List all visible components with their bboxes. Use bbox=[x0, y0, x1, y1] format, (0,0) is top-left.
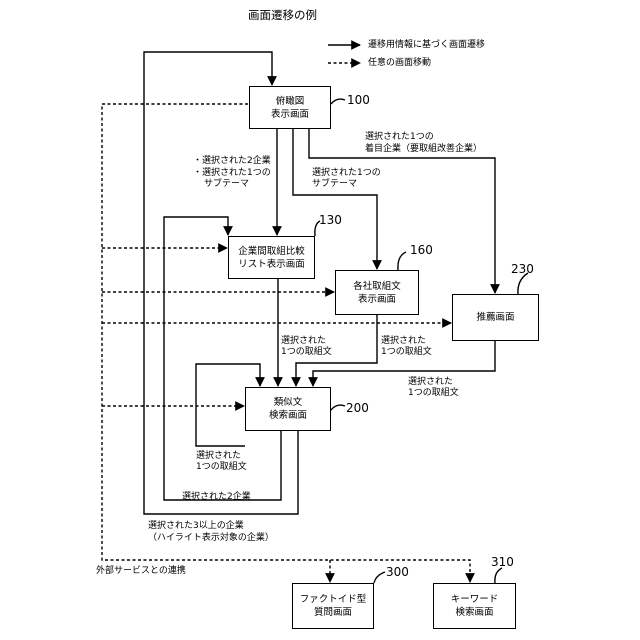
similar-label-2: 検索画面 bbox=[269, 409, 307, 422]
label-comparison-text-2: 1つの取組文 bbox=[281, 347, 332, 358]
keyword-search-screen[interactable]: キーワード 検索画面 bbox=[433, 583, 516, 629]
ref-leader-300 bbox=[374, 572, 385, 583]
similar-search-screen[interactable]: 類似文 検索画面 bbox=[245, 387, 331, 431]
ref-leader-160 bbox=[398, 252, 406, 270]
ref-100: 100 bbox=[347, 93, 370, 107]
label-three-companies-1: 選択された3以上の企業 bbox=[148, 521, 244, 532]
label-external-service: 外部サービスとの連携 bbox=[96, 566, 186, 577]
label-two-companies-bullet: ・選択された2企業 bbox=[193, 156, 271, 167]
label-comparison-text-1: 選択された bbox=[281, 336, 326, 347]
comparison-list-screen[interactable]: 企業間取組比較 リスト表示画面 bbox=[228, 236, 315, 279]
recommend-screen[interactable]: 推薦画面 bbox=[452, 294, 539, 341]
overview-screen[interactable]: 俯瞰図 表示画面 bbox=[249, 86, 331, 129]
ref-leader-200 bbox=[331, 405, 345, 410]
label-recommend-text-2: 1つの取組文 bbox=[408, 388, 459, 399]
ref-300: 300 bbox=[386, 565, 409, 579]
label-one-subtheme-1: 選択された1つの bbox=[312, 168, 381, 179]
label-three-companies-2: （ハイライト表示対象の企業） bbox=[148, 533, 274, 544]
factoid-question-screen[interactable]: ファクトイド型 質問画面 bbox=[292, 583, 374, 629]
label-company-text-1: 選択された bbox=[381, 336, 426, 347]
label-similar-loop-1: 選択された bbox=[196, 451, 241, 462]
factoid-label-2: 質問画面 bbox=[314, 606, 352, 619]
ref-230: 230 bbox=[511, 262, 534, 276]
ref-310: 310 bbox=[491, 555, 514, 569]
keyword-label-2: 検索画面 bbox=[455, 606, 493, 619]
label-one-subtheme-bullet: ・選択された1つの bbox=[193, 168, 271, 179]
company-text-label-1: 各社取組文 bbox=[353, 280, 401, 293]
label-focus-company-2: 着目企業（要取組改善企業） bbox=[365, 144, 482, 155]
overview-label-2: 表示画面 bbox=[271, 108, 309, 121]
legend-dashed-label: 任意の画面移動 bbox=[368, 58, 431, 69]
diagram-title: 画面遷移の例 bbox=[248, 10, 317, 21]
company-text-screen[interactable]: 各社取組文 表示画面 bbox=[335, 270, 419, 315]
label-subtheme-1: サブテーマ bbox=[204, 179, 249, 190]
factoid-label-1: ファクトイド型 bbox=[300, 593, 367, 606]
comparison-label-1: 企業間取組比較 bbox=[238, 245, 305, 258]
label-recommend-text-1: 選択された bbox=[408, 377, 453, 388]
recommend-label: 推薦画面 bbox=[476, 311, 514, 324]
keyword-label-1: キーワード bbox=[451, 593, 499, 606]
legend-solid-label: 遷移用情報に基づく画面遷移 bbox=[368, 40, 485, 51]
label-one-subtheme-2: サブテーマ bbox=[312, 179, 357, 190]
ref-leader-310 bbox=[495, 568, 502, 583]
ref-160: 160 bbox=[410, 243, 433, 257]
ref-leader-230 bbox=[518, 273, 528, 294]
label-similar-loop-2: 1つの取組文 bbox=[196, 462, 247, 473]
ref-leader-100 bbox=[331, 99, 345, 104]
similar-label-1: 類似文 bbox=[274, 396, 303, 409]
label-two-companies: 選択された2企業 bbox=[182, 492, 251, 503]
label-company-text-2: 1つの取組文 bbox=[381, 347, 432, 358]
company-text-label-2: 表示画面 bbox=[358, 293, 396, 306]
label-focus-company-1: 選択された1つの bbox=[365, 132, 434, 143]
ref-200: 200 bbox=[346, 401, 369, 415]
ref-130: 130 bbox=[319, 213, 342, 227]
comparison-label-2: リスト表示画面 bbox=[238, 258, 305, 271]
overview-label-1: 俯瞰図 bbox=[276, 95, 305, 108]
